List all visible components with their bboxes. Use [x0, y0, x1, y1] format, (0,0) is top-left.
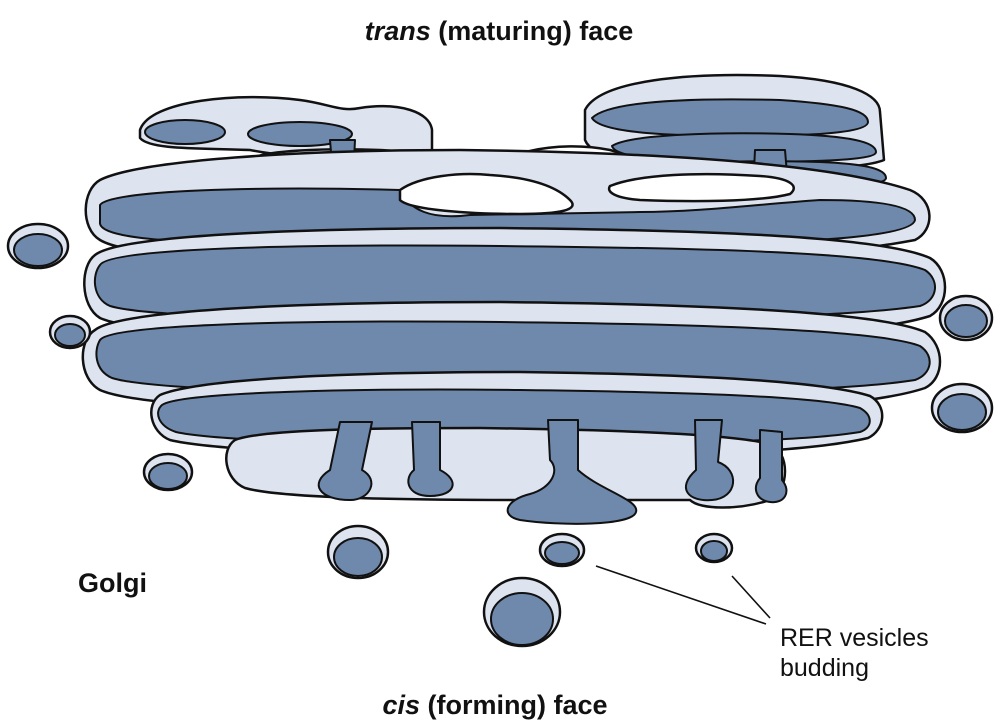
vesicle — [696, 534, 732, 562]
cis-cisterna — [226, 420, 786, 524]
vesicle — [8, 224, 68, 268]
vesicle — [932, 384, 992, 432]
vesicle — [940, 296, 992, 340]
middle-cisternae — [83, 150, 945, 456]
vesicle — [50, 316, 90, 348]
trans-face-label: trans (maturing) face — [365, 16, 634, 46]
rer-label-line2: budding — [780, 654, 869, 682]
vesicle — [328, 526, 388, 578]
vesicle — [144, 454, 192, 490]
cis-face-label: cis (forming) face — [382, 690, 607, 720]
golgi-label: Golgi — [78, 568, 147, 598]
vesicle — [540, 534, 584, 566]
rer-label-line1: RER vesicles — [780, 624, 929, 652]
vesicle — [484, 578, 560, 646]
leader-line — [732, 576, 770, 618]
leader-line — [596, 566, 766, 624]
